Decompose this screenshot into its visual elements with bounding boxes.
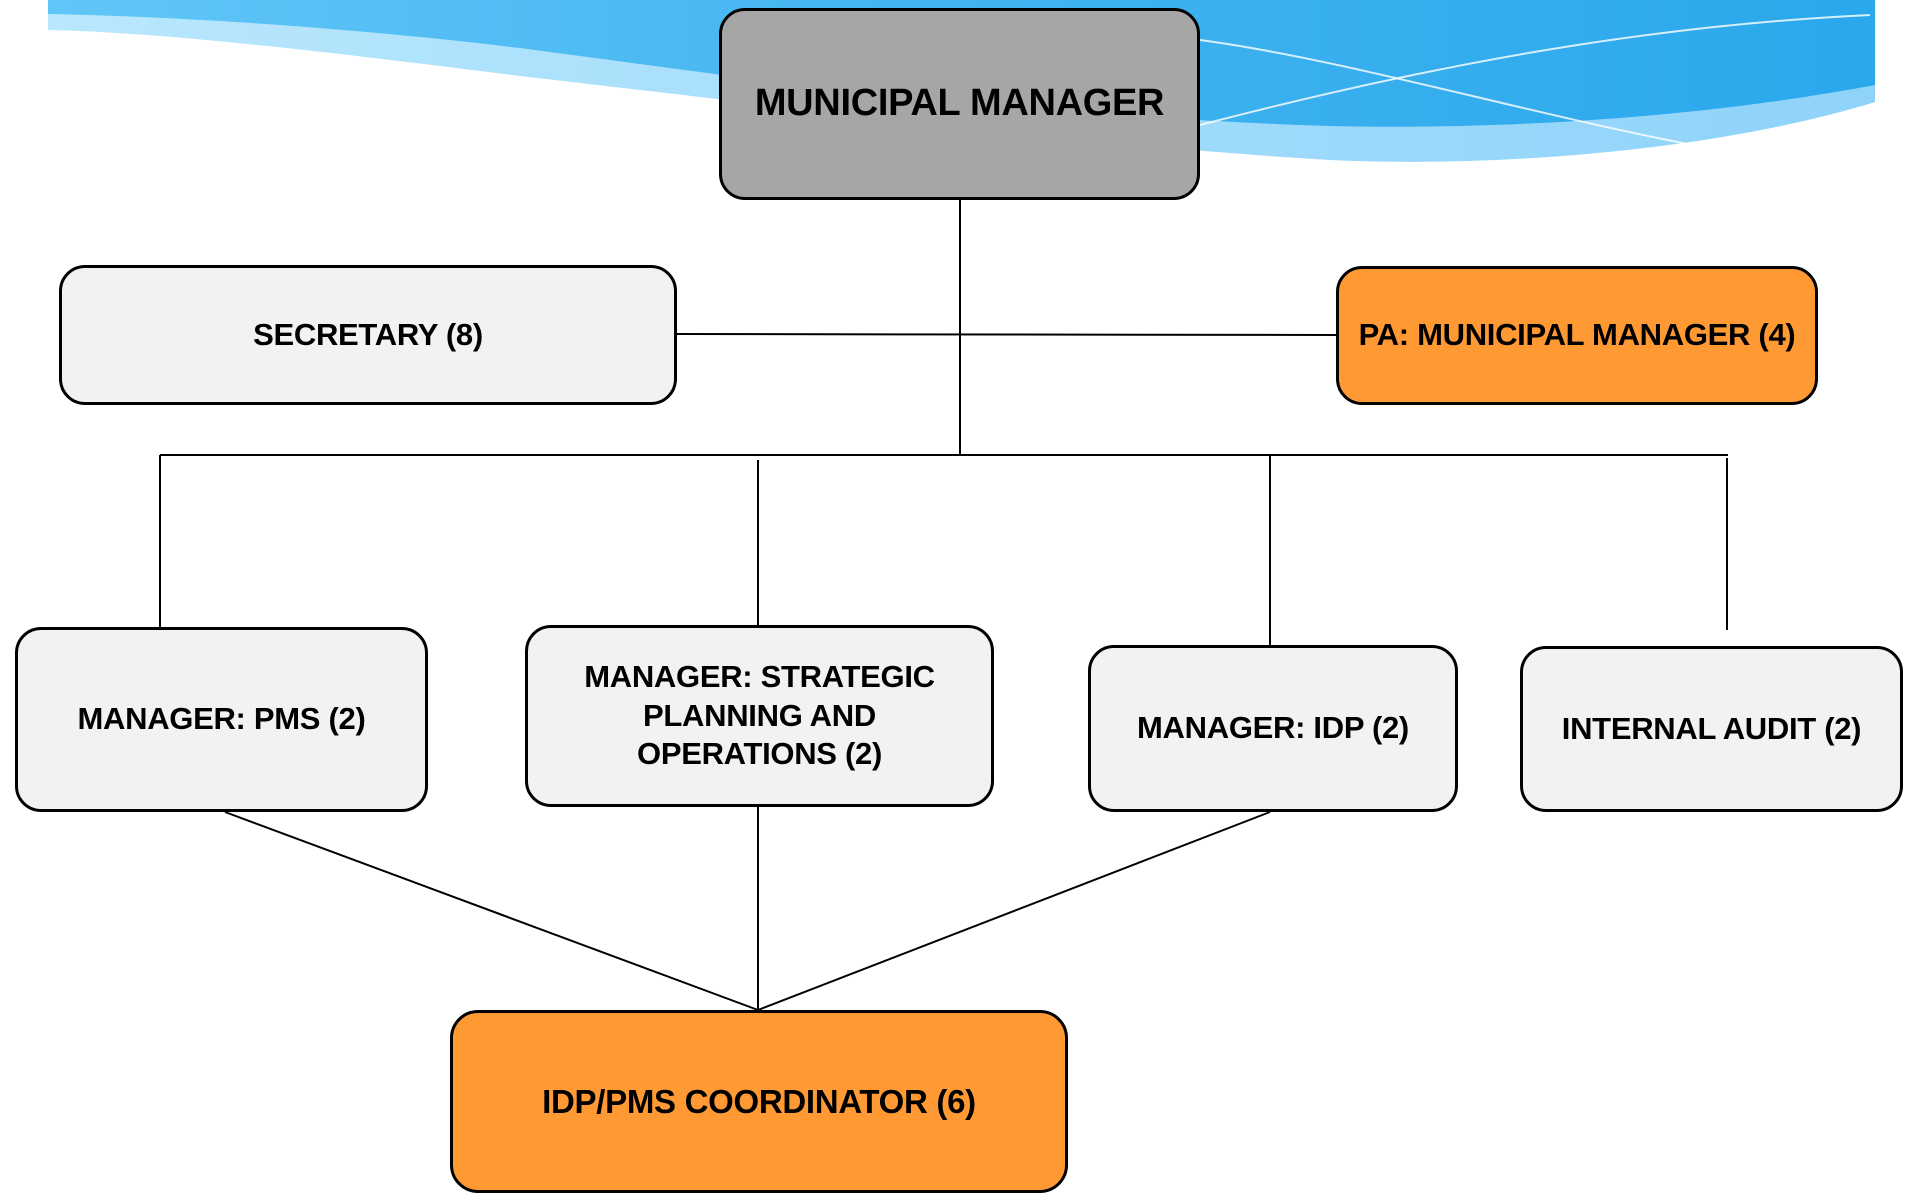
manager-strategic-box: MANAGER: STRATEGIC PLANNING AND OPERATIO… bbox=[525, 625, 994, 807]
secretary-box: SECRETARY (8) bbox=[59, 265, 677, 405]
secretary-label: SECRETARY (8) bbox=[253, 316, 483, 352]
municipal-manager-label: MUNICIPAL MANAGER bbox=[754, 82, 1165, 125]
manager-pms-box: MANAGER: PMS (2) bbox=[15, 627, 428, 812]
manager-strategic-label: MANAGER: STRATEGIC PLANNING AND OPERATIO… bbox=[584, 658, 935, 772]
internal-audit-label: INTERNAL AUDIT (2) bbox=[1561, 710, 1862, 746]
manager-pms-label: MANAGER: PMS (2) bbox=[77, 701, 366, 737]
idp-pms-coordinator-label: IDP/PMS COORDINATOR (6) bbox=[542, 1082, 976, 1120]
pa-municipal-manager-box: PA: MUNICIPAL MANAGER (4) bbox=[1336, 266, 1818, 405]
internal-audit-box: INTERNAL AUDIT (2) bbox=[1520, 646, 1903, 812]
manager-idp-label: MANAGER: IDP (2) bbox=[1137, 710, 1409, 746]
pa-municipal-manager-label: PA: MUNICIPAL MANAGER (4) bbox=[1358, 317, 1796, 353]
manager-idp-box: MANAGER: IDP (2) bbox=[1088, 645, 1458, 812]
municipal-manager-box: MUNICIPAL MANAGER bbox=[719, 8, 1200, 200]
idp-pms-coordinator-box: IDP/PMS COORDINATOR (6) bbox=[450, 1010, 1068, 1193]
